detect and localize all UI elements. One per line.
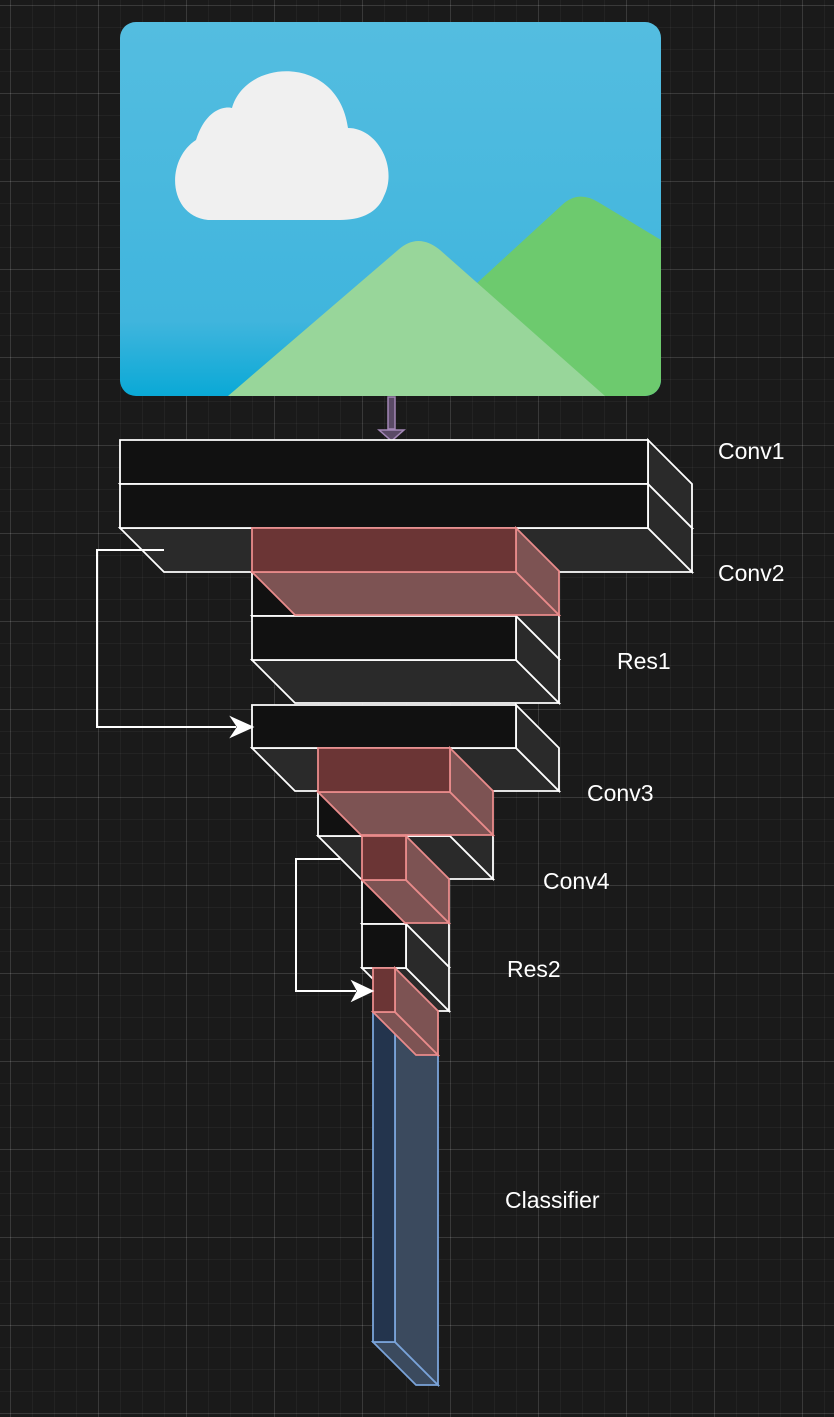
- image-cloud: [175, 71, 389, 220]
- landscape-image-icon: [120, 22, 661, 396]
- res2-out-block-front: [372, 967, 396, 1013]
- res1-label: Res1: [617, 648, 671, 674]
- conv1-label: Conv1: [718, 438, 785, 464]
- res1-block-c-front: [251, 704, 517, 749]
- conv1-block-b-front: [119, 483, 649, 529]
- input-arrow: [377, 396, 406, 442]
- conv3-label: Conv3: [587, 780, 654, 806]
- conv4-block-front: [361, 835, 407, 881]
- classifier-block-side: [394, 1009, 439, 1388]
- skip-connection-res2: [295, 858, 375, 1003]
- classifier-block-front: [372, 1011, 396, 1343]
- conv2-block-bottom: [249, 571, 562, 616]
- image-mountain-front: [228, 241, 605, 396]
- res1-block-b-bottom: [249, 659, 562, 704]
- res2-label: Res2: [507, 956, 561, 982]
- conv2-label: Conv2: [718, 560, 785, 586]
- res2-block-b-front: [361, 923, 407, 969]
- classifier-label: Classifier: [505, 1187, 600, 1213]
- conv3-block-front: [317, 747, 451, 793]
- conv2-block-front: [251, 527, 517, 573]
- res1-block-b-front: [251, 615, 517, 661]
- skip-connection-res1: [96, 549, 255, 739]
- conv4-label: Conv4: [543, 868, 610, 894]
- layer-blocks: [117, 437, 695, 1388]
- conv1-block-a-front: [119, 439, 649, 485]
